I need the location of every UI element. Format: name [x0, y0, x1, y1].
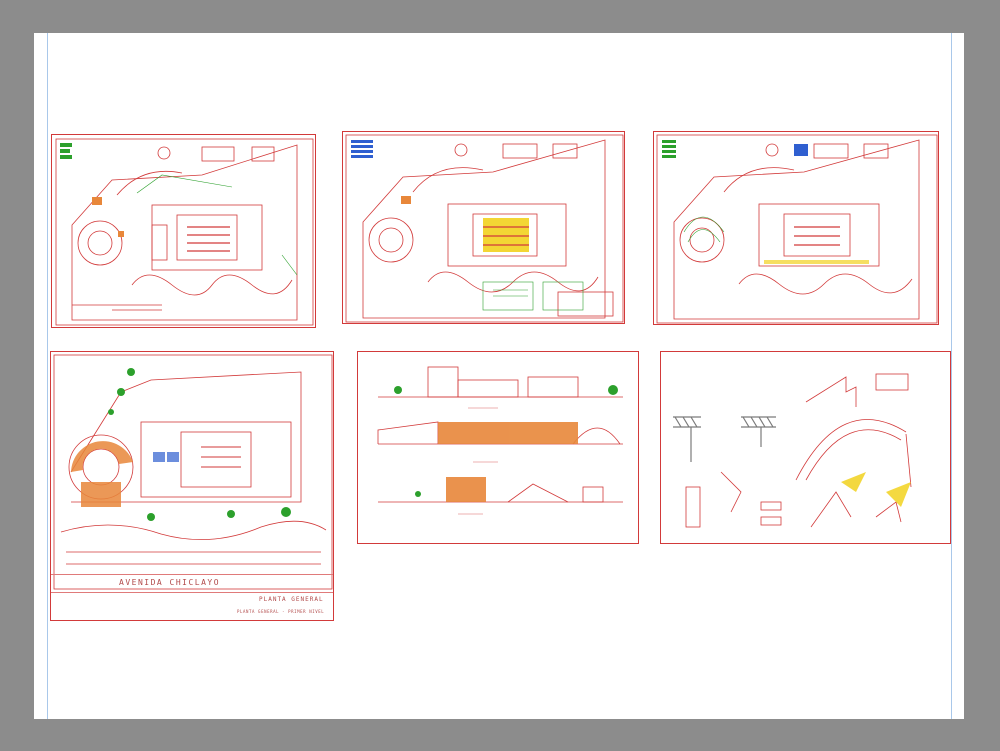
general-plan-drawing: [53, 354, 333, 590]
panel-elevations[interactable]: [357, 351, 639, 544]
drawing-subtitle: PLANTA GENERAL - PRIMER NIVEL: [237, 609, 325, 614]
right-margin-guide: [951, 33, 952, 719]
title-block: [51, 592, 333, 620]
panel-site-plan-electrical-1[interactable]: [51, 134, 316, 328]
elevations-drawing: [377, 366, 623, 515]
panel-site-plan-electrical-2[interactable]: [342, 131, 625, 324]
drawing-title: PLANTA GENERAL: [259, 596, 324, 603]
left-margin-guide: [47, 33, 48, 719]
street-band: [51, 574, 333, 593]
panel-site-plan-electrical-3[interactable]: [653, 131, 939, 325]
site-plan-drawing: [55, 138, 314, 326]
panel-general-plan[interactable]: AVENIDA CHICLAYO PLANTA GENERAL PLANTA G…: [50, 351, 334, 621]
panel-structural-details[interactable]: [660, 351, 951, 544]
site-plan-drawing: [345, 134, 624, 323]
street-label: AVENIDA CHICLAYO: [119, 578, 221, 587]
site-plan-drawing: [656, 134, 938, 324]
structural-details-drawing: [673, 373, 912, 528]
drawing-sheet: AVENIDA CHICLAYO PLANTA GENERAL PLANTA G…: [34, 33, 964, 719]
